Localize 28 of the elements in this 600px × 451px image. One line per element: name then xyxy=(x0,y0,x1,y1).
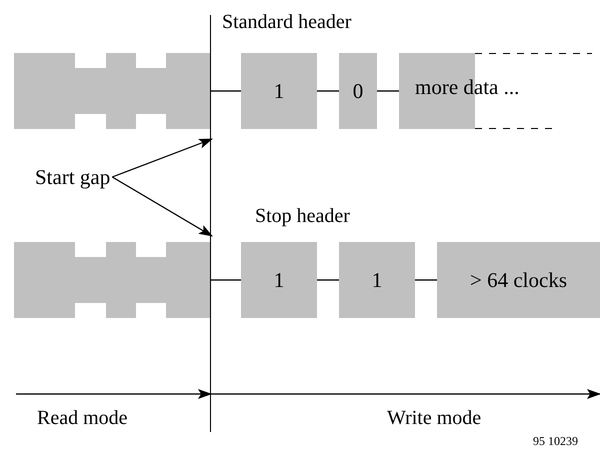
divider-line xyxy=(210,15,212,432)
connector-line xyxy=(317,279,339,281)
block-label: 0 xyxy=(352,78,364,104)
block-label: 1 xyxy=(274,268,284,292)
connector-line xyxy=(415,279,437,281)
data-block xyxy=(339,242,415,318)
data-block xyxy=(241,242,317,318)
read-signal-waveform xyxy=(14,242,210,318)
mode-label: Read mode xyxy=(37,408,128,428)
connector-line xyxy=(377,90,399,92)
figure-number: 95 10239 xyxy=(533,435,578,447)
arrow xyxy=(112,176,213,237)
connector-line xyxy=(211,279,241,281)
block-label: 1 xyxy=(274,78,284,104)
header-label: Standard header xyxy=(222,12,352,32)
header-label: Stop header xyxy=(255,206,350,226)
data-block xyxy=(241,53,317,129)
read-signal-waveform xyxy=(14,53,210,129)
block-label: more data ... xyxy=(415,75,520,100)
data-block xyxy=(437,242,600,318)
connector-line xyxy=(211,90,241,92)
connector-line xyxy=(317,90,339,92)
block-label: 1 xyxy=(372,268,382,292)
block-label: > 64 clocks xyxy=(470,268,567,292)
annotation-text: Start gap xyxy=(35,164,110,190)
data-block xyxy=(339,53,377,129)
arrow xyxy=(112,138,213,178)
mode-label: Write mode xyxy=(387,408,482,428)
